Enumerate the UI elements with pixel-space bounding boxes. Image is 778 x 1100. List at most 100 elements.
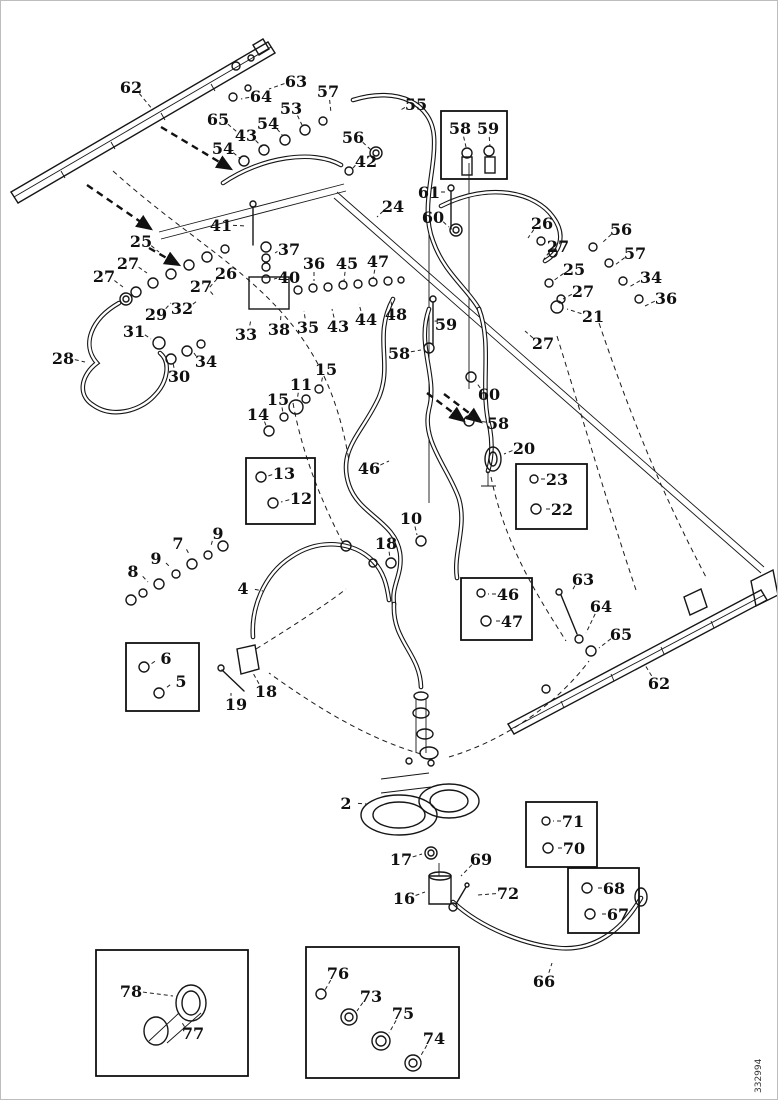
leader-2-81: [357, 802, 368, 805]
leader-63-3: [268, 83, 285, 90]
leader-10-64: [414, 526, 418, 536]
callout-75-95: 75: [392, 1004, 414, 1023]
callout-56-48: 56: [610, 220, 632, 239]
callout-57-4: 57: [317, 82, 339, 101]
callout-36-51: 36: [655, 289, 677, 308]
callout-6-71: 6: [160, 649, 171, 668]
leader-58-53: [477, 420, 487, 423]
callout-57-49: 57: [624, 244, 646, 263]
callout-7-67: 7: [172, 534, 183, 553]
callout-55-9: 55: [405, 95, 427, 114]
inset-71-70: [525, 801, 598, 868]
callout-37-23: 37: [278, 240, 300, 259]
leader-37-23: [274, 251, 278, 254]
callout-18-73: 18: [255, 682, 277, 701]
leader-30-32: [172, 362, 175, 368]
inset-boxes-layer: [95, 110, 640, 1079]
callout-28-31: 28: [52, 349, 74, 368]
leader-77-92: [180, 1020, 185, 1027]
callout-27-19: 27: [117, 254, 139, 273]
leader-62-80: [644, 664, 653, 677]
callout-27-20: 27: [93, 267, 115, 286]
leader-64-2: [240, 96, 250, 100]
leader-60-15: [442, 221, 450, 228]
leader-26-42: [527, 229, 535, 239]
hardware-fittings: [119, 84, 648, 1072]
inset-78-77: [95, 949, 249, 1077]
leader-63-77: [571, 585, 576, 592]
leader-46-55: [380, 460, 390, 466]
leader-4-70: [254, 588, 264, 592]
callout-71-86: 71: [562, 812, 584, 831]
callout-34-33: 34: [195, 352, 217, 371]
leader-34-33: [193, 352, 197, 357]
callout-60-52: 60: [478, 385, 500, 404]
callout-73-94: 73: [360, 987, 382, 1006]
leader-27-47: [524, 330, 534, 339]
callout-78-91: 78: [120, 982, 142, 1001]
leader-18-73: [252, 672, 260, 684]
callout-54-6: 54: [257, 114, 279, 133]
callout-9-66: 9: [212, 524, 223, 543]
inset-6-5: [125, 642, 200, 712]
leader-40-24: [273, 277, 278, 280]
callout-58-41: 58: [388, 344, 410, 363]
leader-18-65: [388, 551, 391, 559]
callout-22-63: 22: [551, 500, 573, 519]
callout-38-35: 38: [268, 320, 290, 339]
leader-43-7: [255, 140, 263, 148]
callout-62-0: 62: [120, 78, 142, 97]
callout-46-55: 46: [358, 459, 380, 478]
callout-25-18: 25: [130, 232, 152, 251]
callout-32-29: 32: [171, 299, 193, 318]
leader-15-56: [320, 377, 323, 386]
leader-42-11: [352, 164, 356, 169]
inset-76-73-75-74: [305, 946, 460, 1079]
leader-12-61: [280, 499, 290, 503]
callout-58-16: 58: [449, 119, 471, 138]
callout-29-28: 29: [145, 305, 167, 324]
leader-25-18: [150, 245, 160, 253]
leader-6-71: [150, 660, 156, 665]
callout-2-81: 2: [340, 794, 351, 813]
leader-27-43: [543, 251, 550, 260]
callout-35-36: 35: [297, 318, 319, 337]
leader-14-59: [264, 421, 268, 429]
callout-65-79: 65: [610, 625, 632, 644]
callout-43-37: 43: [327, 317, 349, 336]
callout-19-74: 19: [225, 695, 247, 714]
leader-27-19: [138, 266, 148, 274]
leader-11-57: [296, 392, 299, 402]
callout-41-13: 41: [210, 216, 232, 235]
callout-44-38: 44: [355, 310, 377, 329]
callout-63-77: 63: [572, 570, 594, 589]
callout-65-1: 65: [207, 110, 229, 129]
leader-15-58: [281, 407, 284, 414]
leader-72-85: [477, 893, 497, 896]
callout-60-15: 60: [422, 208, 444, 227]
callout-23-62: 23: [546, 470, 568, 489]
inset-23-22: [515, 463, 588, 530]
leader-9-66: [210, 540, 213, 547]
callout-25-44: 25: [563, 260, 585, 279]
inset-46-47: [460, 577, 533, 641]
leader-27-22: [210, 291, 216, 298]
callout-11-57: 11: [290, 375, 312, 394]
callout-42-11: 42: [355, 152, 377, 171]
callout-24-12: 24: [382, 197, 404, 216]
callout-53-5: 53: [280, 99, 302, 118]
callout-26-42: 26: [531, 214, 553, 233]
callout-10-64: 10: [400, 509, 422, 528]
callout-68-88: 68: [603, 879, 625, 898]
leader-29-28: [165, 302, 172, 310]
callout-64-2: 64: [250, 87, 272, 106]
leader-36-51: [644, 300, 656, 307]
callout-17-82: 17: [390, 850, 412, 869]
callout-43-7: 43: [235, 126, 257, 145]
figure-corner-id: 332994: [754, 1058, 764, 1093]
inset-58-59: [440, 110, 508, 180]
leader-35-36: [303, 310, 306, 319]
callout-27-45: 27: [572, 282, 594, 301]
callout-34-50: 34: [640, 268, 662, 287]
callout-33-34: 33: [235, 325, 257, 344]
